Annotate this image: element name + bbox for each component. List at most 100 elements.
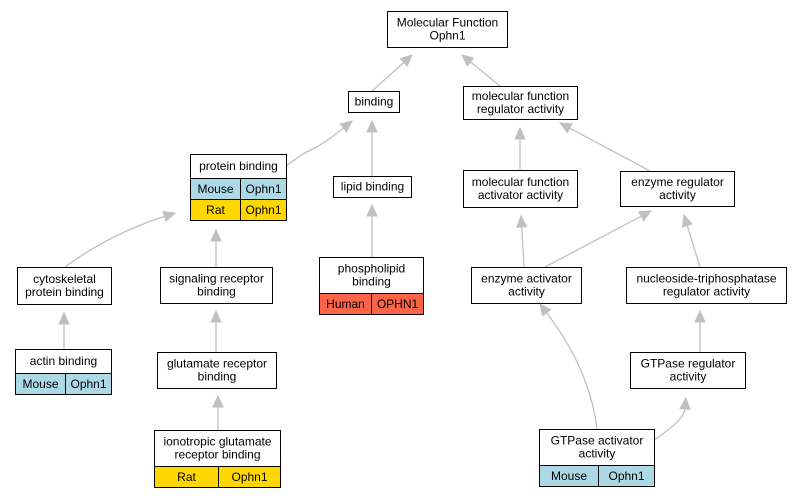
node-box (620, 171, 735, 207)
species-label: Mouse (22, 377, 58, 391)
gene-label: Ophn1 (608, 469, 644, 483)
gene-label: Ophn1 (70, 377, 106, 391)
arrowhead (399, 54, 413, 67)
node-label-line: GTPase regulator (641, 357, 736, 371)
arrowhead (514, 126, 526, 140)
node-label-line: activator activity (478, 188, 563, 202)
annotation-row-mouse: Mouse Ophn1 (15, 373, 112, 395)
species-label: Mouse (551, 469, 587, 483)
gene-cell (371, 293, 424, 315)
node-label-line: glutamate receptor (167, 357, 267, 371)
edge-gtpase_regulator-to-ntpase_regulator (694, 309, 706, 352)
edge-ionotropic-to-glutamate_receptor (212, 394, 224, 430)
node-box (160, 267, 273, 304)
edge-glutamate_receptor-to-signaling_receptor (210, 309, 222, 352)
node-box (17, 267, 112, 305)
node-label-line: actin binding (30, 354, 97, 368)
arrowhead (679, 396, 691, 410)
annotation-row-human: Human OPHN1 (319, 293, 424, 315)
node-box (463, 170, 578, 208)
node-label-line: enzyme regulator (631, 175, 724, 189)
edge-line (520, 226, 525, 268)
arrowhead (694, 309, 706, 323)
edge-enzyme_activator-to-enzyme_regulator (544, 210, 653, 268)
edge-line (653, 408, 686, 441)
node-label-line: ionotropic glutamate (163, 435, 271, 449)
annotation-row-rat: Rat Ophn1 (154, 466, 281, 488)
edge-line (64, 215, 165, 268)
node-box (463, 86, 578, 120)
node-box (190, 154, 287, 179)
node-box (630, 352, 746, 389)
node-label-line: GTPase activator (551, 434, 644, 448)
edge-line (470, 61, 501, 87)
edge-enzyme_activator-to-mf_activator (515, 214, 528, 268)
node-label-line: enzyme activator (481, 272, 572, 286)
node-label-line: lipid binding (341, 180, 404, 194)
arrowhead (366, 203, 378, 217)
node-label-line: activity (670, 370, 707, 384)
node-box (348, 91, 400, 113)
node-label-line: phospholipid (338, 262, 405, 276)
node-label-line: binding (198, 370, 237, 384)
edge-line (569, 127, 651, 172)
edges-layer (58, 54, 706, 441)
node-label-line: binding (197, 285, 236, 299)
node-label-line: receptor binding (174, 448, 260, 462)
edge-lipid_binding-to-binding (366, 119, 378, 176)
node-label-line: activity (659, 188, 696, 202)
node-binding[interactable]: binding (348, 91, 400, 113)
arrowhead (539, 303, 552, 317)
arrowhead (58, 311, 70, 325)
edge-enzyme_regulator-to-mf_regulator (558, 122, 651, 172)
annotation-row-mouse: Mouse Ophn1 (539, 465, 655, 487)
species-label: Human (326, 297, 365, 311)
node-box (319, 257, 424, 294)
node-label-line: molecular function (472, 175, 569, 189)
edge-binding-to-root (371, 54, 413, 92)
arrowhead (212, 394, 224, 408)
node-label-line: cytoskeletal (33, 272, 96, 286)
gene-cell (65, 373, 112, 395)
edge-mf_activator-to-mf_regulator (514, 126, 526, 170)
edge-line (544, 215, 642, 268)
species-label: Rat (177, 470, 196, 484)
edge-line (371, 61, 405, 92)
gene-label: OPHN1 (377, 297, 419, 311)
edge-line (546, 312, 598, 430)
arrowhead (366, 119, 378, 133)
node-label-line: protein binding (25, 285, 104, 299)
edge-signaling_receptor-to-protein_binding (210, 228, 222, 267)
node-label-line: activity (508, 285, 545, 299)
node-lipid-binding[interactable]: lipid binding (333, 176, 412, 198)
node-label-line: regulator activity (663, 285, 750, 299)
node-label-line: binding (355, 95, 394, 109)
node-box (387, 11, 508, 48)
gene-label: Ophn1 (231, 470, 267, 484)
node-box (626, 267, 787, 304)
arrowhead (638, 210, 653, 222)
arrowhead (461, 54, 475, 67)
arrowhead (210, 309, 222, 323)
node-label-line: nucleoside-triphosphatase (636, 272, 776, 286)
edge-protein_binding-to-binding (285, 120, 353, 167)
edge-ntpase_regulator-to-enzyme_regulator (681, 213, 701, 268)
